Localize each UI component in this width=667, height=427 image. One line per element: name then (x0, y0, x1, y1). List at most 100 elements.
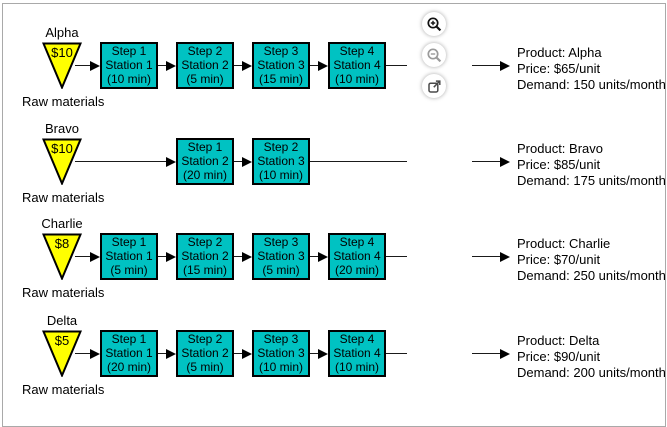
arrowhead-icon (166, 156, 176, 167)
station-to-station-line (310, 352, 318, 355)
zoom-in-button[interactable] (422, 12, 446, 36)
product-product-text: Product: Bravo (517, 140, 603, 156)
raw-materials-label: Raw materials (22, 190, 105, 205)
time-label: (10 min) (258, 360, 303, 374)
time-label: (5 min) (262, 263, 300, 277)
product-demand-text: Demand: 250 units/month (517, 267, 666, 283)
station-label: Station 2 (181, 154, 229, 168)
time-label: (5 min) (186, 360, 224, 374)
arrowhead-icon (242, 348, 252, 359)
triangle-shape (42, 233, 82, 280)
open-external-button[interactable] (422, 74, 446, 98)
station-out-line (386, 255, 407, 258)
raw-materials-label: Raw materials (22, 382, 105, 397)
time-label: (10 min) (334, 72, 379, 86)
triangle-shape (42, 42, 82, 89)
station-label: Station 1 (105, 58, 153, 72)
zoom-in-icon (426, 16, 441, 31)
arrowhead-icon (90, 251, 100, 262)
open-external-icon (427, 79, 441, 93)
product-price-text: Price: $65/unit (517, 60, 601, 76)
to-product-line (472, 160, 500, 163)
station-label: Station 4 (333, 58, 381, 72)
product-name-label: Alpha (45, 25, 79, 40)
arrowhead-icon (318, 251, 328, 262)
time-label: (15 min) (258, 72, 303, 86)
product-name-label: Delta (46, 313, 78, 328)
step-label: Step 4 (339, 44, 375, 58)
step-label: Step 1 (111, 332, 147, 346)
arrowhead-icon (166, 348, 176, 359)
product-name-label: Bravo (45, 121, 79, 136)
raw-materials-label: Raw materials (22, 94, 105, 109)
step-label: Step 4 (339, 332, 375, 346)
raw-to-station-line (75, 64, 90, 67)
time-label: (10 min) (334, 360, 379, 374)
step-label: Step 2 (187, 332, 223, 346)
arrowhead-icon (166, 251, 176, 262)
raw-to-station-line (75, 255, 90, 258)
arrowhead-icon (242, 251, 252, 262)
step-label: Step 2 (263, 140, 299, 154)
raw-materials-label: Raw materials (22, 285, 105, 300)
arrowhead-icon (166, 60, 176, 71)
station-to-station-line (310, 64, 318, 67)
arrowhead-icon (500, 60, 510, 71)
step-label: Step 1 (111, 235, 147, 249)
station-to-station-line (158, 255, 166, 258)
station-to-station-line (158, 352, 166, 355)
step-label: Step 3 (263, 235, 299, 249)
product-name-label: Charlie (41, 216, 83, 231)
station-label: Station 2 (181, 58, 229, 72)
station-to-station-line (234, 352, 242, 355)
time-label: (10 min) (106, 72, 151, 86)
product-price-text: Price: $85/unit (517, 156, 601, 172)
raw-cost-label: $8 (54, 236, 70, 251)
product-demand-text: Demand: 200 units/month (517, 364, 666, 380)
step-label: Step 3 (263, 44, 299, 58)
time-label: (20 min) (182, 168, 227, 182)
arrowhead-icon (90, 60, 100, 71)
station-label: Station 3 (257, 58, 305, 72)
zoom-out-icon (426, 47, 441, 62)
station-label: Station 1 (105, 346, 153, 360)
arrowhead-icon (318, 348, 328, 359)
station-label: Station 4 (333, 346, 381, 360)
station-label: Station 3 (257, 346, 305, 360)
arrowhead-icon (242, 60, 252, 71)
station-out-line (386, 352, 407, 355)
raw-cost-label: $5 (54, 333, 70, 348)
station-to-station-line (310, 255, 318, 258)
arrowhead-icon (318, 60, 328, 71)
station-to-station-line (234, 64, 242, 67)
time-label: (5 min) (110, 263, 148, 277)
arrowhead-icon (500, 348, 510, 359)
product-demand-text: Demand: 150 units/month (517, 76, 666, 92)
product-price-text: Price: $70/unit (517, 251, 601, 267)
raw-cost-label: $10 (51, 141, 73, 156)
zoom-out-button[interactable] (422, 43, 446, 67)
time-label: (15 min) (182, 263, 227, 277)
raw-materials-triangle (42, 138, 82, 185)
time-label: (10 min) (258, 168, 303, 182)
arrowhead-icon (500, 156, 510, 167)
time-label: (5 min) (186, 72, 224, 86)
step-label: Step 2 (187, 44, 223, 58)
triangle-shape (42, 330, 82, 377)
station-out-line (386, 64, 407, 67)
station-to-station-line (158, 64, 166, 67)
to-product-line (472, 352, 500, 355)
product-product-text: Product: Delta (517, 332, 600, 348)
raw-materials-triangle (42, 42, 82, 89)
step-label: Step 3 (263, 332, 299, 346)
arrowhead-icon (500, 251, 510, 262)
